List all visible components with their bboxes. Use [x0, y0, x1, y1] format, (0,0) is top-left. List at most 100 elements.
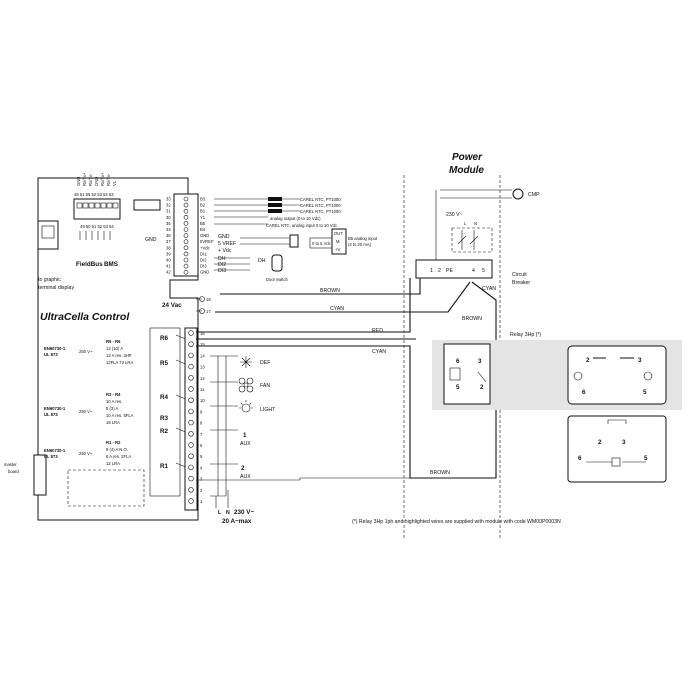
input-terminal-name: 5VREF: [200, 239, 214, 244]
top-terminal-vertical-labels: GND Rx/Tx+ Rx/Tx- GND Rx/Tx+ Rx/Tx- VL: [76, 172, 117, 186]
svg-text:6: 6: [582, 389, 586, 396]
svg-text:12FLA 72 LRA: 12FLA 72 LRA: [106, 360, 133, 365]
di-wires: [214, 257, 250, 271]
relay3hp-body: [443, 343, 491, 405]
light-label: LIGHT: [260, 407, 276, 413]
input-terminal-number: 31: [166, 209, 171, 214]
output-terminal-number: 14: [200, 353, 205, 358]
master-board-label-1: master: [4, 462, 17, 467]
aux1-label: AUX: [240, 441, 251, 447]
input-terminal-screw: [183, 227, 189, 232]
input-terminal-name: B3: [200, 197, 206, 202]
input-terminal-screw: [183, 221, 189, 226]
output-terminal-number: 12: [200, 376, 205, 381]
output-terminal-number: 1: [200, 499, 203, 504]
relay3hp-pin-3: 3: [478, 358, 482, 365]
breaker-label-1: Circuit: [512, 272, 527, 278]
wire-label-brown-top: BROWN: [320, 288, 340, 294]
supply-wires: [210, 490, 229, 508]
input-terminal-name: DI3: [200, 264, 207, 269]
input-terminal-number: 33: [166, 197, 171, 202]
sensor-label-1: CAREL NTC, PT1000: [300, 197, 341, 202]
svg-text:EN60730-1: EN60730-1: [44, 346, 66, 351]
input-terminal-screw: [183, 208, 189, 214]
supply-n: N: [226, 510, 230, 516]
pm-n: N: [474, 221, 477, 226]
def-label: DEF: [260, 360, 270, 366]
input-terminal-name: GND: [200, 270, 209, 275]
input-terminal-number: 32: [166, 203, 171, 208]
wire-label-cyan-mid: CYAN: [372, 349, 386, 355]
sensor-group: CAREL NTC, PT1000 CAREL NTC, PT1000 CARE…: [214, 197, 341, 228]
relay-side-screw: [573, 371, 583, 381]
svg-text:UL 873: UL 873: [44, 454, 58, 459]
svg-text:5 (3) A: 5 (3) A: [106, 406, 119, 411]
input-terminal-name: GND: [200, 233, 209, 238]
input-terminal-name: Y1: [200, 215, 206, 220]
vref-label: 5 VREF: [218, 241, 236, 247]
input-terminal-number: 41: [166, 264, 171, 269]
relay-pinout-coil: [611, 457, 621, 467]
top-terminal-lower-numbers: 49 50 51 52 53 54: [80, 224, 114, 229]
aux2-label: AUX: [240, 474, 251, 480]
b5-module: [331, 228, 347, 255]
input-terminal-number: 38: [166, 245, 171, 250]
fan-icon: [238, 377, 254, 393]
output-terminal-screw: [188, 453, 194, 459]
svg-text:8 (4) A N.O.: 8 (4) A N.O.: [106, 447, 128, 452]
power-module-title-2: Module: [449, 165, 484, 176]
svg-text:UL 873: UL 873: [44, 412, 58, 417]
output-terminal-screw: [188, 341, 194, 347]
input-terminal-screw: [183, 202, 189, 208]
sensor-label-3: CAREL NTC, PT1000: [300, 209, 341, 214]
svg-text:R6: R6: [160, 335, 169, 342]
input-terminal-screw: [183, 257, 189, 263]
pm-l: L: [464, 221, 467, 226]
relay3hp-pin-6: 6: [456, 358, 460, 365]
load-wires: [210, 355, 238, 465]
m-label: M: [336, 239, 340, 244]
output-terminal-number: 15: [200, 342, 205, 347]
svg-text:250 V~: 250 V~: [79, 409, 93, 414]
relay-pinout-pins: 2 3 6 5: [578, 439, 648, 462]
svg-text:Rx/Tx+: Rx/Tx+: [100, 172, 105, 186]
output-terminal-number: 9: [200, 409, 203, 414]
input-terminal-screw: [183, 233, 189, 238]
svg-text:4: 4: [472, 268, 475, 274]
svg-text:18 LRA: 18 LRA: [106, 420, 120, 425]
controller-outline: [37, 177, 199, 521]
sensor-probe: [268, 203, 282, 207]
input-terminal-name: DI2: [200, 258, 207, 263]
input-terminal-name: DI1: [200, 251, 207, 256]
svg-text:3: 3: [622, 439, 626, 446]
svg-text:5: 5: [482, 268, 485, 274]
output-terminal-screw: [188, 330, 194, 336]
input-terminal-number: 37: [166, 239, 171, 244]
wire-label-brown-right: BROWN: [462, 316, 482, 322]
supply-20a: 20 A~max: [222, 518, 252, 525]
transducer: [289, 234, 299, 248]
top-terminal-block: [73, 198, 121, 220]
input-terminal-number: 39: [166, 251, 171, 256]
cmp-wires: [435, 189, 512, 260]
wire-label-cyan-top: CYAN: [330, 306, 344, 312]
relay3hp-pin-5: 5: [456, 384, 460, 391]
input-terminal-screw: [183, 269, 189, 275]
output-terminal-number: 8: [200, 421, 203, 426]
output-terminal-screw: [188, 475, 194, 482]
graphic-display-label-2: terminal display: [38, 285, 74, 291]
load-common-wires: [217, 356, 227, 496]
bms-label: BMS: [104, 261, 118, 268]
svg-text:EN60730-1: EN60730-1: [44, 406, 66, 411]
relay3hp-contact: [477, 371, 487, 383]
input-terminal-name: B2: [200, 203, 206, 208]
wire-label-cyan-right: CYAN: [482, 286, 496, 292]
dh-label: DH: [258, 258, 266, 264]
wire-brown-upper: [220, 278, 421, 295]
svg-text:12 A res. 2HP: 12 A res. 2HP: [106, 353, 132, 358]
svg-text:17: 17: [206, 309, 211, 314]
output-terminal-number: 3: [200, 477, 203, 482]
wire-cyan-upper: [215, 281, 471, 313]
input-terminal-screw: [183, 245, 189, 251]
